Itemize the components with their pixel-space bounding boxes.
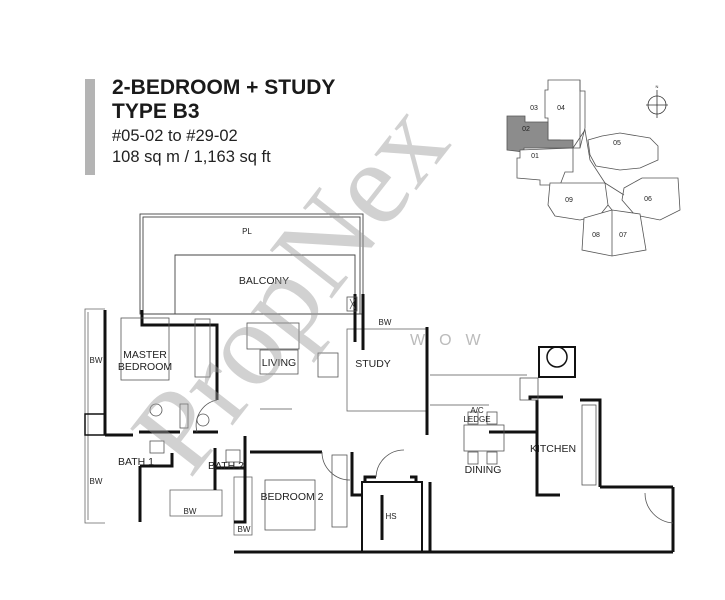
label-bw-bath: BW xyxy=(184,507,197,516)
key-label-02: 02 xyxy=(522,126,530,133)
label-living: LIVING xyxy=(262,357,296,369)
label-bath1: BATH 1 xyxy=(118,456,154,468)
label-dining: DINING xyxy=(465,464,502,476)
key-label-04: 04 xyxy=(557,105,565,112)
label-master-bedroom-1: MASTER xyxy=(123,349,167,361)
key-label-09: 09 xyxy=(565,197,573,204)
key-label-07: 07 xyxy=(619,232,627,239)
label-pl: PL xyxy=(242,227,252,236)
key-unit-01 xyxy=(516,147,574,186)
key-label-05: 05 xyxy=(613,140,621,147)
north-compass-icon xyxy=(646,90,668,118)
key-label-01: 01 xyxy=(531,153,539,160)
label-bath2: BATH 2 xyxy=(208,460,244,472)
unit-numbers: #05-02 to #29-02 xyxy=(112,127,238,145)
key-unit-06 xyxy=(621,177,681,221)
compass-north-label: N xyxy=(656,84,659,89)
label-master-bedroom-2: BEDROOM xyxy=(118,361,172,373)
key-unit-02 xyxy=(506,115,574,153)
key-unit-05 xyxy=(587,132,659,171)
title-accent-bar xyxy=(85,79,95,175)
unit-area: 108 sq m / 1,163 sq ft xyxy=(112,148,271,166)
key-plan xyxy=(506,79,681,257)
label-hs: HS xyxy=(385,512,396,521)
walls xyxy=(84,294,675,554)
watermark-tagline: WOW xyxy=(410,332,495,349)
label-bw-bath1: BW xyxy=(90,477,103,486)
key-label-08: 08 xyxy=(592,232,600,239)
balcony-outline xyxy=(139,213,364,315)
label-kitchen: KITCHEN xyxy=(530,443,576,455)
label-balcony: BALCONY xyxy=(239,275,289,287)
label-bw-master: BW xyxy=(90,356,103,365)
label-study: STUDY xyxy=(355,358,391,370)
title-line-2: TYPE B3 xyxy=(112,100,200,123)
key-label-03: 03 xyxy=(530,105,538,112)
key-label-06: 06 xyxy=(644,196,652,203)
label-bw-bedroom2: BW xyxy=(238,525,251,534)
label-bw-study: BW xyxy=(379,318,392,327)
unit-type-title: 2-BEDROOM + STUDY TYPE B3 xyxy=(112,76,335,124)
unit-details: #05-02 to #29-02 108 sq m / 1,163 sq ft xyxy=(112,126,271,168)
propnex-watermark: PropNex xyxy=(106,78,473,496)
label-bedroom2: BEDROOM 2 xyxy=(260,491,323,503)
label-ac-ledge-1: A/C xyxy=(470,406,484,415)
furniture xyxy=(120,296,674,531)
label-ac-ledge-2: LEDGE xyxy=(463,415,490,424)
key-unit-03-04 xyxy=(544,79,586,149)
room-labels: PL BALCONY MASTER BEDROOM LIVING STUDY B… xyxy=(90,227,576,534)
title-line-1: 2-BEDROOM + STUDY xyxy=(112,76,336,99)
